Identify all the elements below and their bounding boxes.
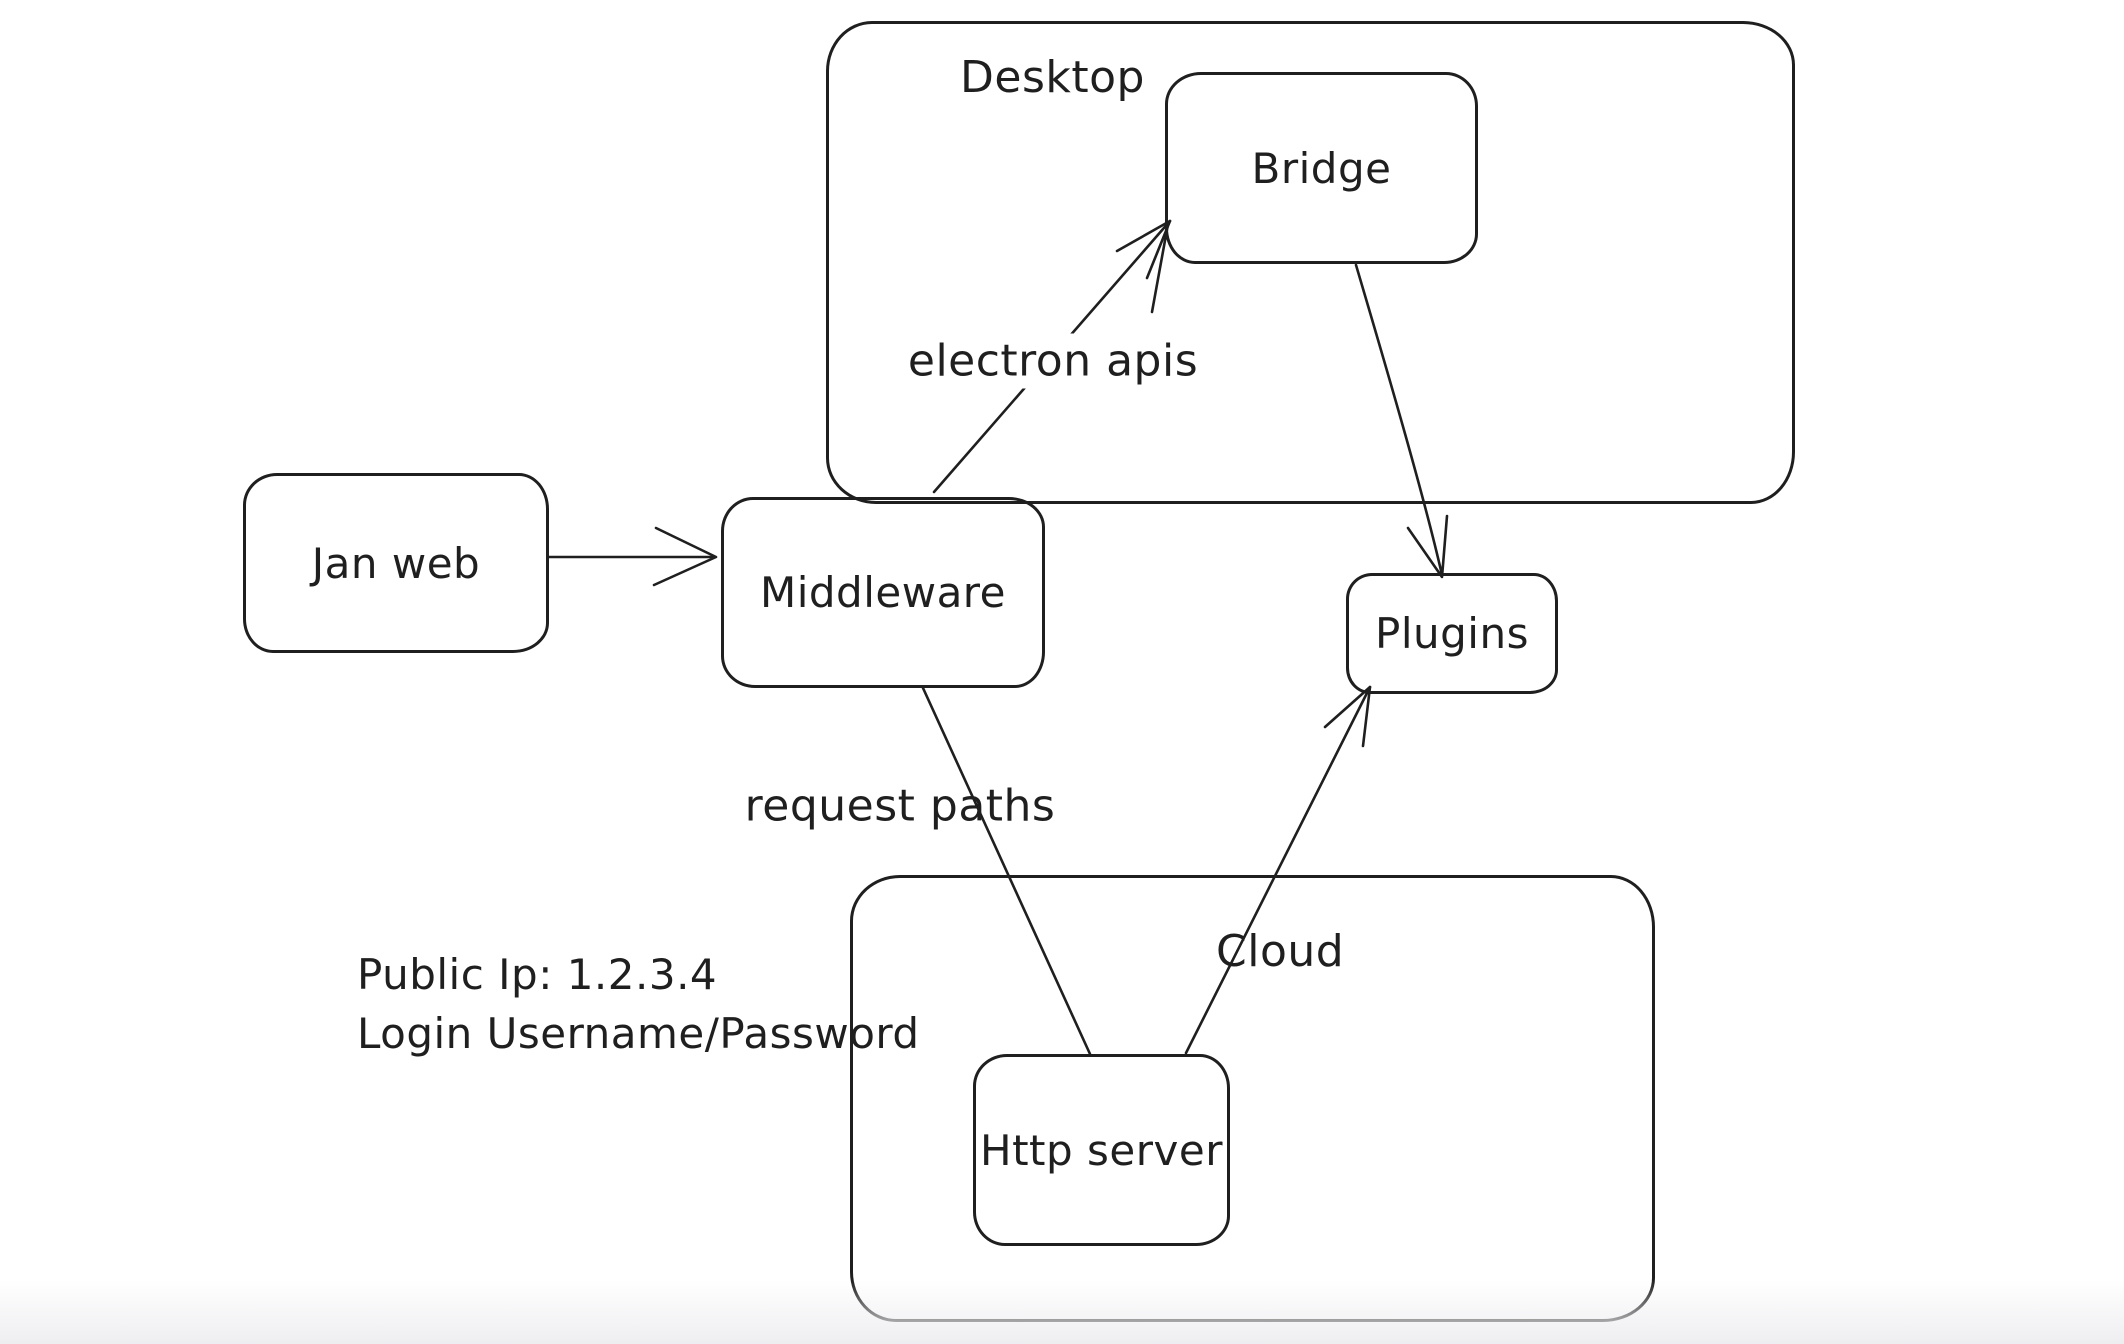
node-plugins[interactable]: Plugins xyxy=(1346,573,1558,694)
node-jan-web[interactable]: Jan web xyxy=(243,473,549,653)
node-middleware-label: Middleware xyxy=(759,568,1006,617)
container-desktop-label[interactable]: Desktop xyxy=(960,52,1145,103)
edge-httpserver-plugins-arrowhead xyxy=(1323,685,1372,748)
edge-httpserver-plugins[interactable] xyxy=(1184,685,1372,1055)
edge-middleware-bridge-arrowhead-stray xyxy=(1150,222,1170,314)
node-jan-web-label: Jan web xyxy=(311,538,481,588)
annotation-credentials[interactable]: Public Ip: 1.2.3.4 Login Username/Passwo… xyxy=(357,946,920,1064)
edge-bridge-plugins-arrowhead xyxy=(1406,514,1449,579)
node-http-server-label: Http server xyxy=(980,1125,1223,1175)
node-bridge[interactable]: Bridge xyxy=(1165,72,1478,264)
edge-label-request-paths[interactable]: request paths xyxy=(744,780,1056,832)
edge-janweb-middleware-arrowhead xyxy=(652,526,718,587)
node-middleware[interactable]: Middleware xyxy=(721,497,1045,688)
annotation-login: Login Username/Password xyxy=(357,1008,920,1058)
edge-bridge-plugins[interactable] xyxy=(1354,263,1444,577)
edge-middleware-httpserver[interactable] xyxy=(921,686,1092,1056)
container-cloud-label[interactable]: Cloud xyxy=(1216,926,1345,977)
annotation-public-ip: Public Ip: 1.2.3.4 xyxy=(357,950,718,999)
edge-label-electron-apis[interactable]: electron apis xyxy=(901,333,1205,389)
node-bridge-label: Bridge xyxy=(1251,143,1392,193)
node-http-server[interactable]: Http server xyxy=(973,1054,1230,1246)
container-desktop[interactable] xyxy=(826,21,1795,504)
edge-middleware-bridge-arrowhead xyxy=(1115,219,1172,280)
node-plugins-label: Plugins xyxy=(1375,609,1529,658)
